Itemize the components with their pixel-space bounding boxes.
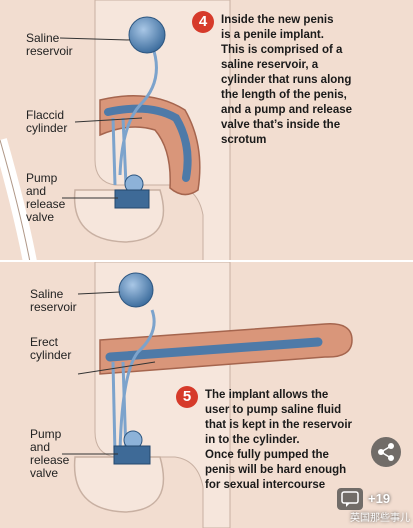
watermark: 英国那些事儿	[350, 513, 410, 524]
comment-icon	[341, 491, 359, 507]
flaccid-anatomy-illustration	[0, 0, 231, 262]
erect-anatomy-illustration	[62, 262, 353, 528]
step-4-badge: 4	[192, 11, 214, 33]
share-icon	[378, 443, 394, 461]
saline-reservoir-bulb	[128, 16, 166, 54]
flaccid-cylinder-shape	[104, 104, 192, 182]
step-5-badge: 5	[176, 386, 198, 408]
pump-valve-block	[114, 189, 150, 209]
erect-cylinder-shape	[105, 337, 323, 362]
pump-valve-block	[113, 445, 151, 465]
comment-count[interactable]: +19	[368, 491, 391, 506]
comment-button[interactable]	[337, 488, 363, 510]
saline-reservoir-bulb	[118, 272, 154, 308]
share-button[interactable]	[371, 437, 401, 467]
